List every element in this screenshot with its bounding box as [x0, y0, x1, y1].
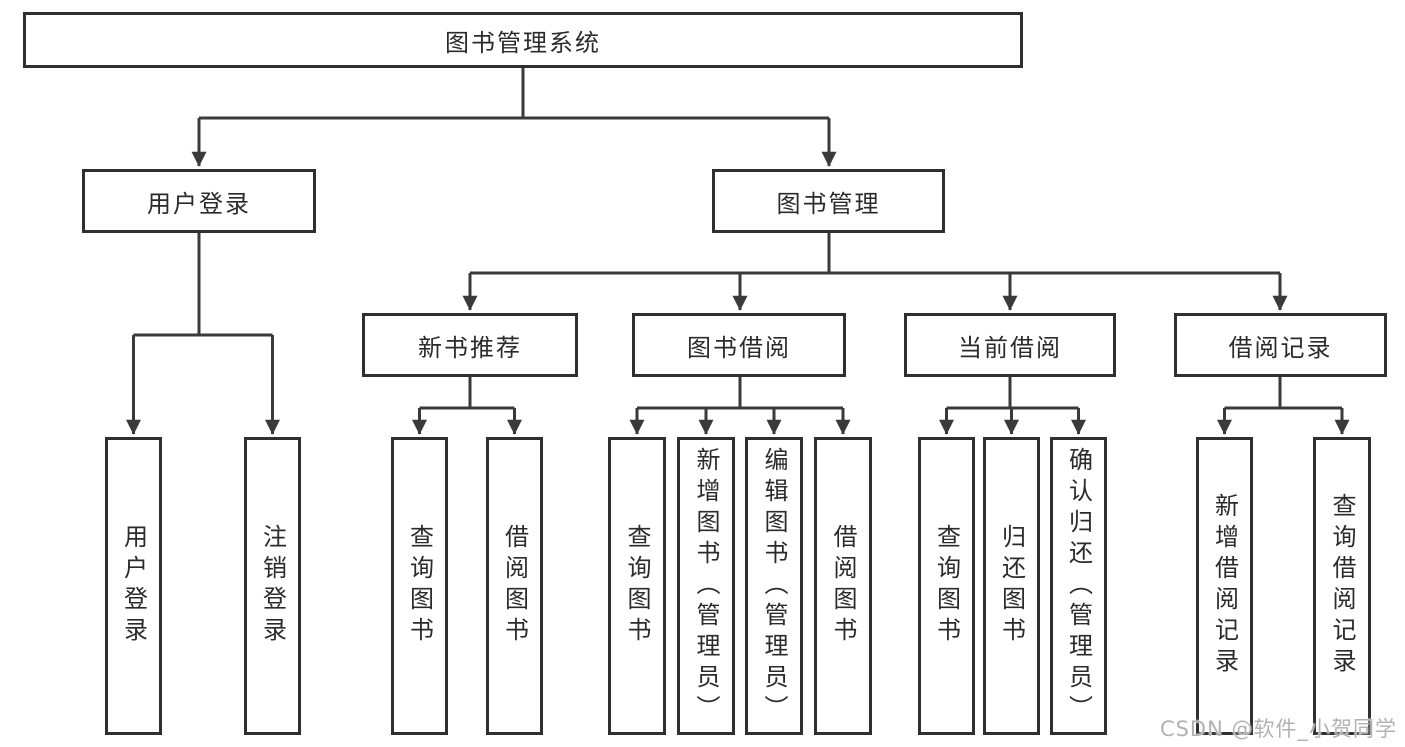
node-label: 图书借阅 [687, 333, 791, 362]
node-label: 图书管理系统 [445, 28, 601, 57]
node-label: 新增借阅记录 [1210, 493, 1239, 679]
csdn-watermark: CSDN @软件_小贺同学 [1159, 717, 1397, 741]
node-query-borrow-record: 查询借阅记录 [1313, 437, 1371, 735]
node-confirm-return-admin: 确认归还（管理员） [1050, 437, 1107, 735]
node-current-borrow: 当前借阅 [904, 313, 1116, 377]
node-return-book: 归还图书 [983, 437, 1040, 735]
node-add-book-admin: 新增图书（管理员） [677, 437, 735, 735]
node-logout-leaf: 注销登录 [244, 437, 301, 735]
node-label: 注销登录 [258, 524, 287, 648]
node-borrow-book-recommend: 借阅图书 [486, 437, 543, 735]
node-label: 用户登录 [119, 524, 148, 648]
node-label: 新书推荐 [418, 333, 522, 362]
node-label: 图书管理 [776, 189, 881, 218]
node-user-login-leaf: 用户登录 [105, 437, 162, 735]
node-query-book-recommend: 查询图书 [391, 437, 448, 735]
node-book-management-module: 图书管理 [712, 169, 945, 233]
node-new-book-recommend: 新书推荐 [362, 313, 578, 377]
node-query-book-borrow: 查询图书 [608, 437, 666, 735]
node-label: 确认归还（管理员） [1064, 446, 1093, 726]
node-label: 新增图书（管理员） [692, 446, 720, 726]
node-add-borrow-record: 新增借阅记录 [1196, 437, 1253, 735]
node-borrow-records: 借阅记录 [1174, 313, 1387, 377]
node-label: 编辑图书（管理员） [760, 446, 788, 726]
node-label: 用户登录 [147, 189, 251, 218]
node-borrow-book-leaf: 借阅图书 [814, 437, 872, 735]
node-label: 查询图书 [405, 524, 434, 648]
node-label: 查询借阅记录 [1328, 493, 1356, 679]
node-label: 借阅记录 [1228, 333, 1333, 362]
node-label: 当前借阅 [958, 333, 1062, 362]
node-label: 借阅图书 [829, 524, 857, 648]
node-label: 查询图书 [623, 524, 651, 648]
node-book-borrow: 图书借阅 [632, 313, 846, 377]
node-label: 借阅图书 [500, 524, 529, 648]
node-user-login-module: 用户登录 [82, 169, 316, 233]
node-system-root: 图书管理系统 [23, 12, 1023, 68]
node-label: 查询图书 [932, 524, 961, 648]
node-label: 归还图书 [997, 524, 1026, 648]
node-query-book-current: 查询图书 [918, 437, 975, 735]
node-edit-book-admin: 编辑图书（管理员） [745, 437, 803, 735]
